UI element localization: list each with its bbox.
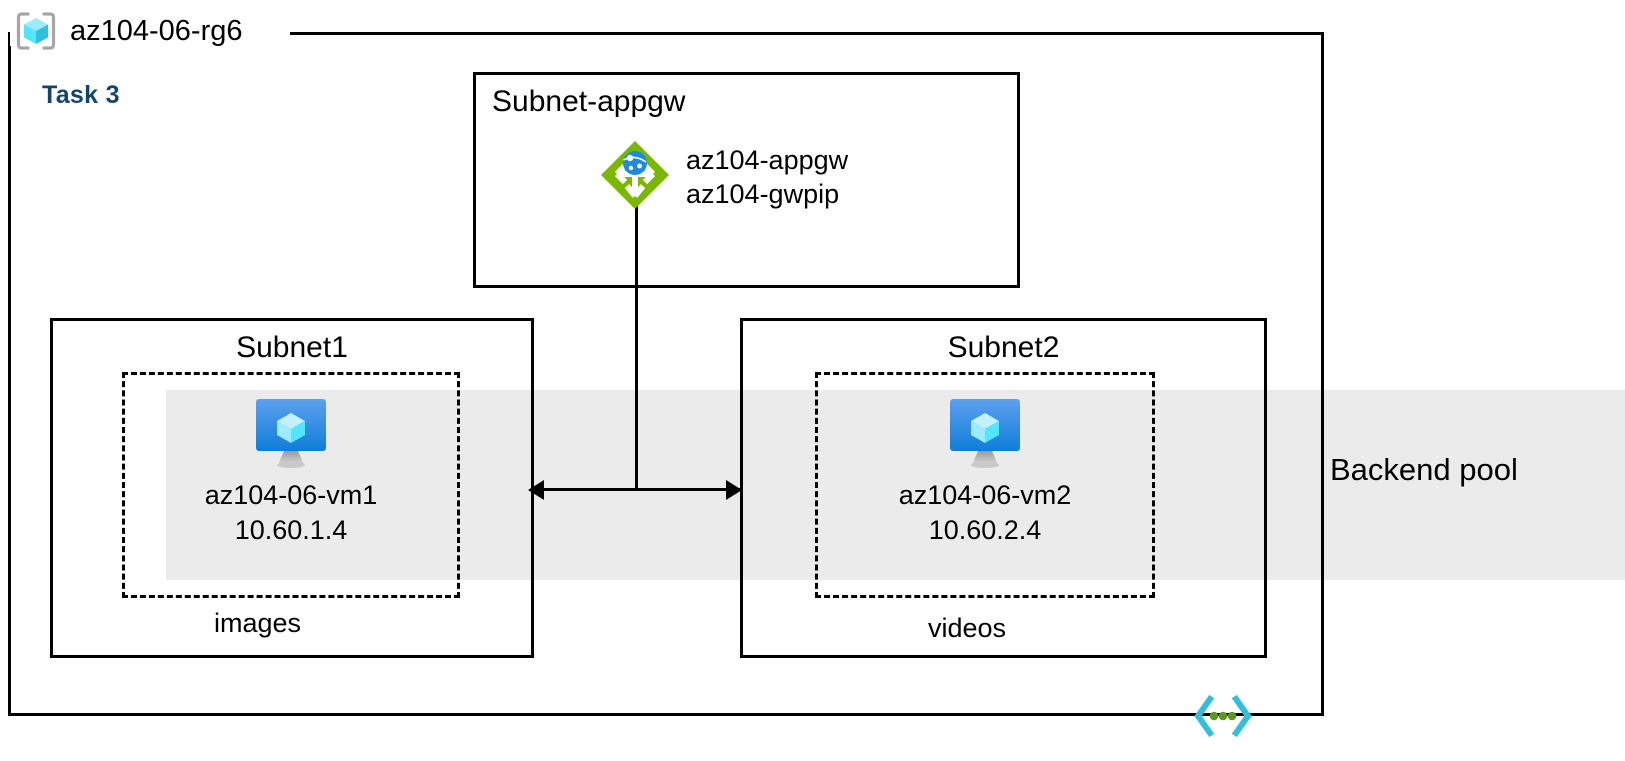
vm2-node: az104-06-vm2 10.60.2.4 [818, 393, 1152, 547]
subnet-link-arrow-right [726, 480, 742, 500]
subnet1-footer-label: images [214, 608, 302, 638]
resource-group-title: az104-06-rg6 [70, 14, 243, 47]
subnet1-title: Subnet1 [236, 331, 348, 364]
resource-group-icon [14, 9, 58, 53]
appgw-name: az104-appgw [686, 144, 849, 175]
virtual-machine-icon [942, 393, 1028, 478]
gwpip-name: az104-gwpip [686, 178, 840, 209]
task-label: Task 3 [42, 81, 120, 109]
subnet2-nic-boundary: az104-06-vm2 10.60.2.4 [815, 372, 1155, 598]
subnet-link-arrow-left [528, 480, 544, 500]
vm1-name: az104-06-vm1 [204, 480, 378, 510]
appgw-connector-line [635, 200, 638, 490]
resource-group-title-gap [10, 20, 290, 46]
subnet-link-line [534, 488, 740, 491]
application-gateway-node: az104-appgw az104-gwpip [598, 138, 848, 217]
resource-group-header: az104-06-rg6 [14, 6, 243, 56]
virtual-machine-icon [248, 393, 334, 478]
application-gateway-icon [598, 138, 672, 217]
subnet-appgw-title: Subnet-appgw [492, 85, 686, 118]
subnet1-nic-boundary: az104-06-vm1 10.60.1.4 [122, 372, 460, 598]
virtual-network-icon [1192, 694, 1254, 738]
vm2-name: az104-06-vm2 [898, 480, 1072, 510]
subnet2-footer-label: videos [928, 613, 1007, 643]
backend-pool-label: Backend pool [1330, 452, 1518, 487]
backend-pool-band [166, 390, 1625, 580]
vm1-ip: 10.60.1.4 [234, 514, 348, 545]
resource-group-frame [8, 32, 1324, 716]
subnet2-title: Subnet2 [947, 331, 1060, 364]
vm2-ip: 10.60.2.4 [928, 514, 1042, 545]
subnet-appgw-box: Subnet-appgw [473, 72, 1020, 288]
vm1-node: az104-06-vm1 10.60.1.4 [125, 393, 457, 547]
application-gateway-labels: az104-appgw az104-gwpip [686, 144, 848, 212]
